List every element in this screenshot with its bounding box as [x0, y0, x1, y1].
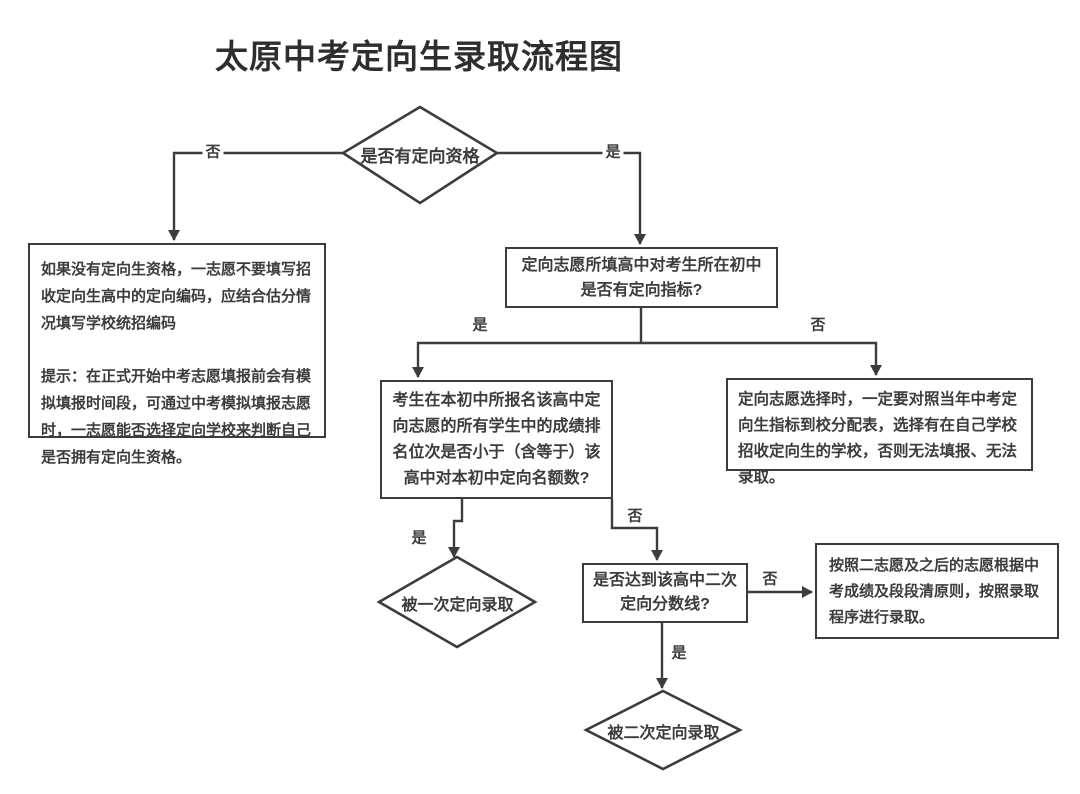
- label-first-admission: 被一次定向录取: [401, 596, 514, 614]
- edge-label-yes: 是: [408, 530, 430, 546]
- note-tip-paragraph: 提示：在正式开始中考志愿填报前会有模拟填报时间段，可通过中考模拟填报志愿时，一志…: [41, 368, 312, 466]
- connector-rank-yes-to-first: [448, 499, 464, 558]
- node-quota-question: 定向志愿所填高中对考生所在初中是否有定向指标?: [505, 247, 778, 308]
- connector-quota-yes-to-rank: [412, 341, 641, 378]
- label-qualification-decision: 是否有定向资格: [360, 146, 480, 166]
- decision-diamond-qualification: [340, 105, 500, 205]
- terminal-diamond-first-admission: [376, 555, 538, 649]
- terminal-diamond-second-admission: [583, 689, 743, 771]
- label-second-admission: 被二次定向录取: [607, 724, 720, 742]
- page-title: 太原中考定向生录取流程图: [215, 38, 623, 75]
- node-no-qualification-note: 如果没有定向生资格，一志愿不要填写招收定向生高中的定向编码，应结合估分情况填写学…: [28, 243, 326, 466]
- edge-label-yes: 是: [602, 144, 624, 160]
- connector-quota-no-to-note: [641, 341, 882, 376]
- edge-label-no: 否: [202, 144, 224, 160]
- node-second-line-question: 是否达到该高中二次定向分数线?: [582, 563, 748, 623]
- edge-label-yes: 是: [469, 317, 491, 333]
- edge-label-no: 否: [624, 508, 646, 524]
- connector-lines: [168, 151, 882, 689]
- edge-label-yes: 是: [668, 645, 690, 661]
- node-fallback-note: 按照二志愿及之后的志愿根据中考成绩及段段清原则，按照录取程序进行录取。: [815, 543, 1059, 639]
- connector-rank-no-to-secondline: [610, 499, 663, 561]
- node-rank-question: 考生在本初中所报名该高中定向志愿的所有学生中的成绩排名位次是否小于（含等于）该高…: [380, 380, 613, 499]
- note-paragraph: 如果没有定向生资格，一志愿不要填写招收定向生高中的定向编码，应结合估分情况填写学…: [41, 261, 312, 332]
- connector-no-to-note: [168, 151, 343, 241]
- edge-label-no: 否: [759, 571, 781, 587]
- edge-label-no: 否: [807, 317, 829, 333]
- node-no-quota-note: 定向志愿选择时，一定要对照当年中考定向生指标到校分配表，选择有在自己学校招收定向…: [726, 378, 1033, 486]
- connector-yes-to-quota: [497, 151, 646, 245]
